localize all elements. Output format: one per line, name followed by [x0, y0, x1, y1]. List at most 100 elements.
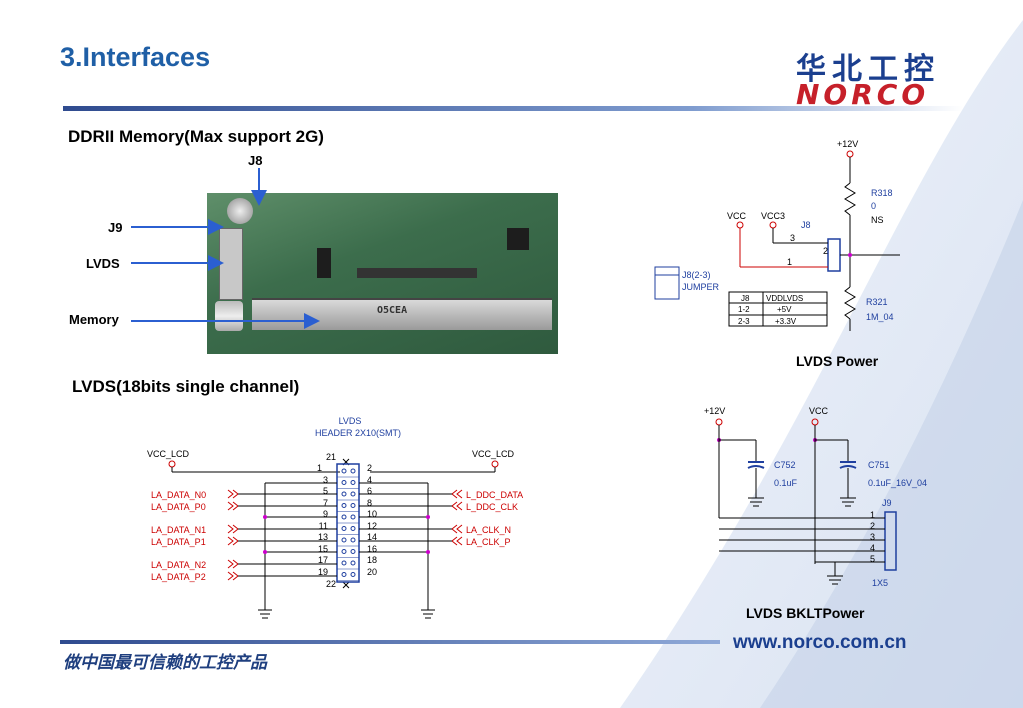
callout-j8: J8 — [248, 153, 263, 168]
pin-number: 20 — [367, 567, 377, 577]
lvds-bkltpower-caption: LVDS BKLTPower — [746, 605, 865, 621]
pin-number: 16 — [367, 544, 377, 554]
r321-label: R321 — [866, 297, 888, 307]
lvds-heading: LVDS(18bits single channel) — [72, 377, 300, 396]
r318-note: NS — [871, 215, 884, 225]
table-cell: VDDLVDS — [766, 294, 803, 303]
header-pin — [350, 537, 356, 543]
lvds-power-caption: LVDS Power — [796, 353, 879, 369]
j8-table: J8 VDDLVDS 1-2 +5V 2-3 +3.3V — [728, 291, 828, 327]
c752-label: C752 — [774, 460, 796, 470]
jumper-knob — [227, 198, 253, 224]
header-title: LVDS — [339, 416, 362, 426]
pin-number: 11 — [319, 521, 328, 531]
header-pin — [341, 537, 347, 543]
chip — [507, 228, 529, 250]
pin-number: 8 — [367, 498, 372, 508]
r318-label: R318 — [871, 188, 893, 198]
pin-number: 2 — [367, 463, 372, 473]
callout-j9: J9 — [108, 220, 123, 235]
pin-number: 19 — [318, 567, 328, 577]
pin-number: 10 — [367, 509, 377, 519]
c751-value: 0.1uF_16V_04 — [868, 478, 927, 488]
header-pin — [350, 560, 356, 566]
signal-label: LA_DATA_N0 — [151, 490, 206, 500]
j9-footprint: 1X5 — [872, 578, 888, 588]
signal-label: LA_DATA_N1 — [151, 525, 206, 535]
callout-arrows — [131, 168, 320, 329]
lvds-header-schematic: LVDS HEADER 2X10(SMT) VCC_LCD VCC_LCD 2 1… — [147, 416, 523, 619]
header-pin — [350, 514, 356, 520]
header-pin — [341, 468, 347, 474]
header-divider — [63, 106, 963, 111]
plus12v-label: +12V — [837, 139, 858, 149]
header-pin — [341, 480, 347, 485]
header-pin — [341, 503, 347, 508]
r321-value: 1M_04 — [866, 312, 894, 322]
table-cell: +5V — [777, 305, 792, 314]
vcc-lcd-right: VCC_LCD — [472, 449, 515, 459]
company-logo-english: NORCO — [796, 78, 930, 111]
j8-pin3: 3 — [790, 233, 795, 243]
jumper-ref: J8(2-3) — [682, 270, 711, 280]
vcc-label: VCC — [727, 211, 747, 221]
company-logo-chinese: 华北工控 — [796, 52, 940, 87]
pin-number: 14 — [367, 532, 377, 542]
table-cell: 1-2 — [738, 305, 750, 314]
right-pin-numbers: 2 4 6 8 10 12 14 16 18 20 — [367, 463, 377, 577]
pin-number: 5 — [323, 486, 328, 496]
j8-pin1: 1 — [787, 257, 792, 267]
signal-label: LA_DATA_P2 — [151, 572, 206, 582]
pin-number: 7 — [323, 498, 328, 508]
j9-pin: 5 — [870, 554, 875, 564]
j9-pin: 3 — [870, 532, 875, 542]
header-pin — [350, 572, 356, 577]
vcc3-label: VCC3 — [761, 211, 785, 221]
footer-divider — [60, 640, 720, 644]
signal-label: L_DDC_DATA — [466, 490, 523, 500]
pin-number: 1 — [317, 463, 322, 473]
page-title: 3.Interfaces — [60, 42, 211, 72]
board-photo: O5CEA — [207, 193, 558, 354]
lvds-bkltpower-schematic: +12V VCC C752 0.1uF C751 0.1uF_16V_04 J9… — [704, 406, 927, 621]
pin-number: 18 — [367, 555, 377, 565]
chip — [317, 248, 331, 278]
pin-rows — [337, 468, 359, 581]
header-pin — [350, 480, 356, 485]
header-pin — [341, 491, 347, 497]
table-cell: J8 — [741, 294, 750, 303]
header-pin — [341, 560, 347, 566]
header-subtitle: HEADER 2X10(SMT) — [315, 428, 401, 438]
header-pin — [350, 526, 356, 531]
pin-number: 4 — [367, 475, 372, 485]
lvds-power-schematic: +12V R318 0 NS VCC VCC3 J8 3 2 1 R321 1M… — [654, 139, 900, 369]
j9-pin: 2 — [870, 521, 875, 531]
slot-marking: O5CEA — [377, 305, 408, 316]
j9-label: J9 — [882, 498, 892, 508]
header-pin — [341, 549, 347, 554]
header-pin — [341, 514, 347, 520]
r318-value: 0 — [871, 201, 876, 211]
capacitor — [215, 301, 243, 331]
j9-pin: 4 — [870, 543, 875, 553]
header-pin — [350, 468, 356, 474]
jumper-label: JUMPER — [682, 282, 720, 292]
vcc-lcd-left: VCC_LCD — [147, 449, 190, 459]
header-pin — [341, 526, 347, 531]
table-cell: 2-3 — [738, 317, 750, 326]
j8-label: J8 — [801, 220, 811, 230]
callout-lvds: LVDS — [86, 256, 120, 271]
resistor-array — [357, 268, 477, 278]
signal-label: LA_DATA_P0 — [151, 502, 206, 512]
footer-url[interactable]: www.norco.com.cn — [733, 632, 907, 653]
pin-number: 9 — [323, 509, 328, 519]
signal-label: LA_DATA_N2 — [151, 560, 206, 570]
left-pin-numbers: 1 3 5 7 9 11 13 15 17 19 — [317, 463, 328, 577]
signal-label: LA_DATA_P1 — [151, 537, 206, 547]
pin-22: 22 — [326, 579, 336, 589]
pin-number: 12 — [367, 521, 377, 531]
signal-label: LA_CLK_P — [466, 537, 511, 547]
pin-number: 6 — [367, 486, 372, 496]
pin-number: 17 — [318, 555, 328, 565]
